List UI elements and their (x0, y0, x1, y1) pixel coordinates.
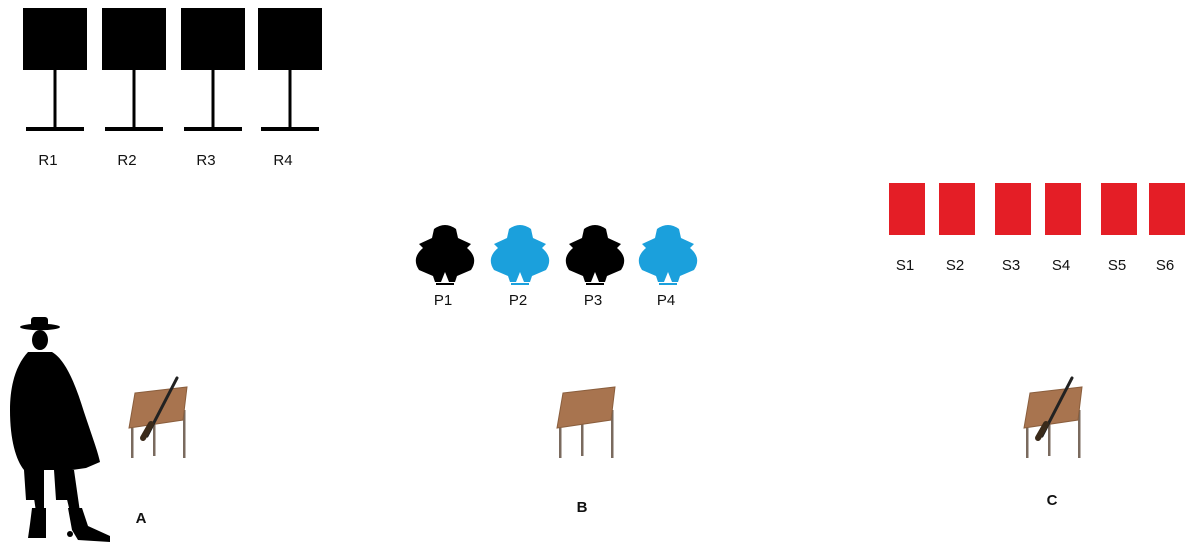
rifle-plate (258, 8, 322, 70)
pistol-base (511, 283, 529, 285)
rifle-target-label: R3 (196, 152, 215, 169)
station-c: C (1024, 378, 1082, 509)
pistol-target-label: P3 (584, 292, 602, 309)
shotgun-target-s6: S6 (1149, 183, 1185, 274)
shotgun-target-s2: S2 (939, 183, 975, 274)
shotgun-plate (889, 183, 925, 235)
pistol-target-p4: P4 (639, 225, 697, 309)
rifle-plate (181, 8, 245, 70)
rifle-stand-base (105, 127, 163, 131)
rifle-stand-post (133, 70, 136, 128)
shotgun-target-label: S1 (896, 257, 914, 274)
station-label: C (1047, 492, 1058, 509)
rifle-stand-post (54, 70, 57, 128)
rifle-targets: R1 R2 R3 R4 (23, 8, 322, 169)
table-leg (1026, 428, 1029, 458)
rifle-target-r3: R3 (181, 8, 245, 169)
rifle-stand-post (289, 70, 292, 128)
pistol-target-p3: P3 (566, 225, 624, 309)
rifle-plate (102, 8, 166, 70)
rifle-target-label: R2 (117, 152, 136, 169)
shotgun-target-label: S6 (1156, 257, 1174, 274)
rifle-plate (23, 8, 87, 70)
pistol-base (586, 283, 604, 285)
station-label: A (136, 510, 147, 527)
table-with-rifle-icon (129, 378, 187, 458)
shooting-stations: A B C (129, 378, 1082, 527)
shotgun-plate (995, 183, 1031, 235)
shotgun-plate (939, 183, 975, 235)
table-top (557, 387, 615, 428)
shotgun-target-label: S2 (946, 257, 964, 274)
table-leg (581, 420, 584, 456)
station-label: B (577, 499, 588, 516)
station-a: A (129, 378, 187, 527)
pistol-target-p1: P1 (416, 225, 474, 309)
shotgun-plate (1045, 183, 1081, 235)
shotgun-plate (1101, 183, 1137, 235)
pistol-target-label: P4 (657, 292, 675, 309)
pistol-targets: P1 P2 P3 P4 (416, 225, 697, 309)
rifle-stand-post (212, 70, 215, 128)
rifle-stand-base (261, 127, 319, 131)
pistol-base (659, 283, 677, 285)
rifle-target-r2: R2 (102, 8, 166, 169)
shotgun-target-label: S4 (1052, 257, 1070, 274)
shotgun-target-label: S3 (1002, 257, 1020, 274)
rifle-stand-base (26, 127, 84, 131)
table-with-shotgun-icon (1024, 378, 1082, 458)
rifle-target-label: R1 (38, 152, 57, 169)
pistol-base (436, 283, 454, 285)
cowboy-silhouette-icon (10, 317, 110, 542)
pistol-target-p2: P2 (491, 225, 549, 309)
rifle-target-label: R4 (273, 152, 292, 169)
shotgun-targets: S1 S2 S3 S4 S5 S6 (889, 183, 1185, 274)
pistol-target-label: P2 (509, 292, 527, 309)
shotgun-target-label: S5 (1108, 257, 1126, 274)
pistol-silhouette (566, 225, 624, 282)
table-leg (131, 428, 134, 458)
table-top (1024, 387, 1082, 428)
table-icon (557, 387, 615, 458)
rifle-target-r4: R4 (258, 8, 322, 169)
shotgun-target-s3: S3 (995, 183, 1031, 274)
pistol-target-label: P1 (434, 292, 452, 309)
pistol-silhouette (416, 225, 474, 282)
table-leg (559, 428, 562, 458)
shotgun-target-s5: S5 (1101, 183, 1137, 274)
table-top (129, 387, 187, 428)
rifle-stand-base (184, 127, 242, 131)
rifle-target-r1: R1 (23, 8, 87, 169)
station-b: B (557, 387, 615, 516)
shotgun-target-s1: S1 (889, 183, 925, 274)
pistol-silhouette (491, 225, 549, 282)
shotgun-plate (1149, 183, 1185, 235)
pistol-silhouette (639, 225, 697, 282)
shotgun-target-s4: S4 (1045, 183, 1081, 274)
